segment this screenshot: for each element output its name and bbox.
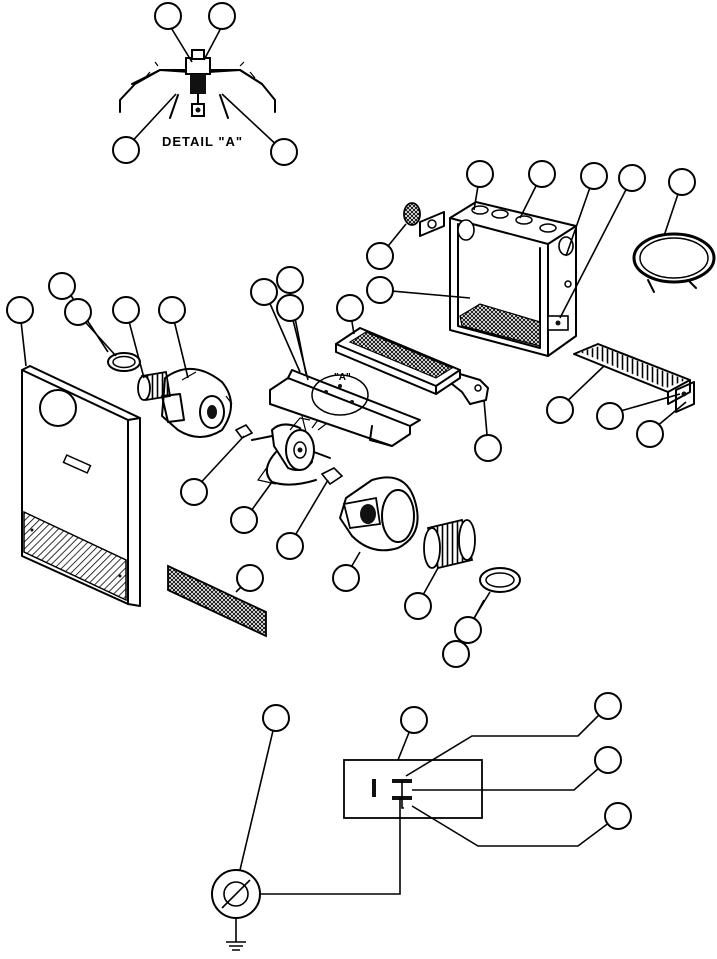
- callout-balloon: [48, 272, 76, 300]
- detail-a-caption: DETAIL "A": [162, 134, 243, 149]
- callout-balloon: [442, 640, 470, 668]
- detail-a-tag: "A": [334, 372, 351, 383]
- callout-balloon: [466, 160, 494, 188]
- callout-balloon: [154, 2, 182, 30]
- callout-balloon: [366, 242, 394, 270]
- callout-balloon: [250, 278, 278, 306]
- callout-balloon: [528, 160, 556, 188]
- callout-balloon: [332, 564, 360, 592]
- callout-balloon: [474, 434, 502, 462]
- callout-balloon: [580, 162, 608, 190]
- callout-balloon: [454, 616, 482, 644]
- leader-lines: [19, 25, 687, 871]
- callout-balloon: [276, 294, 304, 322]
- callout-balloon: [596, 402, 624, 430]
- mounting-bracket: [269, 369, 421, 447]
- callout-balloon: [6, 296, 34, 324]
- left-blower-assembly: [107, 352, 233, 438]
- callout-balloon: [546, 396, 574, 424]
- callout-balloon: [112, 296, 140, 324]
- power-cord: [632, 232, 716, 293]
- blower-motor: [234, 415, 344, 486]
- mounting-plate: [573, 343, 695, 413]
- front-panel: [21, 365, 141, 607]
- knockout-plug: [403, 202, 445, 237]
- callout-balloon: [64, 298, 92, 326]
- callout-balloon: [270, 138, 298, 166]
- callout-balloon: [262, 704, 290, 732]
- callout-balloon: [400, 706, 428, 734]
- callout-balloon: [336, 294, 364, 322]
- detail-a-assembly: [119, 49, 276, 119]
- callout-balloon: [604, 802, 632, 830]
- callout-balloons: [6, 2, 696, 830]
- callout-balloon: [668, 168, 696, 196]
- callout-balloon: [636, 420, 664, 448]
- callout-balloon: [180, 478, 208, 506]
- callout-balloon: [276, 532, 304, 560]
- filter-pad: [167, 564, 267, 638]
- callout-balloon: [594, 746, 622, 774]
- callout-balloon: [594, 692, 622, 720]
- callout-balloon: [208, 2, 236, 30]
- callout-balloon: [618, 164, 646, 192]
- callout-balloon: [236, 564, 264, 592]
- callout-balloon: [366, 276, 394, 304]
- callout-balloon: [230, 506, 258, 534]
- right-blower-assembly: [339, 476, 521, 593]
- heating-element: [335, 327, 489, 405]
- callout-balloon: [158, 296, 186, 324]
- callout-balloon: [404, 592, 432, 620]
- wall-can: [449, 201, 577, 357]
- callout-balloon: [276, 266, 304, 294]
- callout-balloon: [112, 136, 140, 164]
- wiring-schematic: [211, 759, 483, 951]
